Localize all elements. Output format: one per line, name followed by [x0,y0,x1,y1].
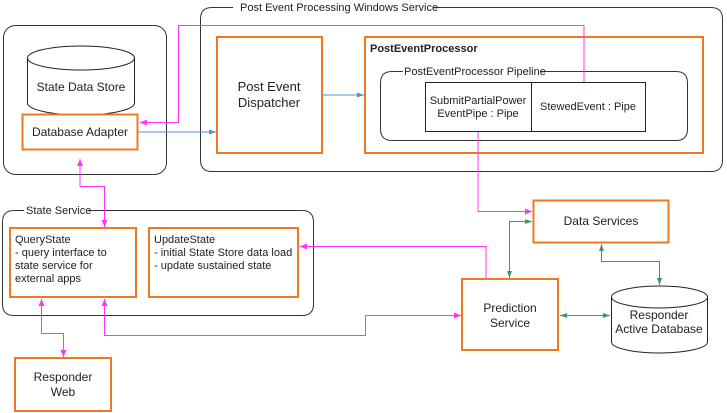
link-prediction-to-updatestate [300,243,487,279]
query-state[interactable]: QueryState - query interface to state se… [9,227,137,298]
link-prediction-data-services [509,219,532,278]
state-service-label: State Service [26,205,91,217]
state-data-store-label: State Data Store [37,80,126,94]
submit-pipe-line2: EventPipe : Pipe [437,108,518,120]
data-services-label: Data Services [564,214,639,228]
query-state-line3: state service for [15,260,93,272]
responder-db-line2: Active Database [615,322,703,336]
link-submit-to-data-services [477,132,532,215]
responder-web[interactable]: Responder Web [14,357,112,412]
query-state-line4: external apps [15,273,82,285]
prediction-service[interactable]: Prediction Service [461,278,559,351]
submit-pipe-line1: SubmitPartialPower [430,95,527,107]
responder-web-line2: Web [51,385,76,399]
query-state-line2: - query interface to [15,247,107,259]
post-event-service-container: Post Event Processing Windows Service [200,2,723,172]
pipeline-container: PostEventProcessor Pipeline [380,66,688,141]
post-event-service-label: Post Event Processing Windows Service [240,2,438,14]
link-stewed-to-adapter [140,25,585,126]
update-state-line1: UpdateState [154,234,215,246]
update-state[interactable]: UpdateState - initial State Store data l… [148,227,299,298]
submit-partial-power-pipe[interactable]: SubmitPartialPower EventPipe : Pipe [425,82,532,132]
prediction-service-line1: Prediction [483,301,536,315]
query-state-line1: QueryState [15,234,71,246]
state-data-store[interactable]: State Data Store [27,45,135,116]
link-adapter-querystate [77,159,108,227]
responder-active-database[interactable]: Responder Active Database [611,285,708,354]
data-services[interactable]: Data Services [532,199,670,244]
prediction-service-line2: Service [490,316,530,330]
database-adapter-label: Database Adapter [32,125,128,139]
post-event-dispatcher[interactable]: Post Event Dispatcher [216,36,323,154]
link-querystate-prediction [101,299,461,336]
link-querystate-responder-web [38,299,67,357]
post-event-processor-label: PostEventProcessor [370,43,478,55]
update-state-line2: - initial State Store data load [154,247,292,259]
update-state-line3: - update sustained state [154,260,271,272]
post-event-dispatcher-line2: Dispatcher [238,95,301,110]
responder-web-line1: Responder [34,370,93,384]
stewed-event-pipe[interactable]: StewedEvent : Pipe [531,82,646,132]
post-event-dispatcher-line1: Post Event [238,79,301,94]
pipeline-label: PostEventProcessor Pipeline [404,66,546,78]
responder-db-line1: Responder [630,308,689,322]
database-adapter[interactable]: Database Adapter [21,113,139,151]
link-data-services-responder-db [599,244,662,285]
stewed-pipe-label: StewedEvent : Pipe [540,101,636,113]
